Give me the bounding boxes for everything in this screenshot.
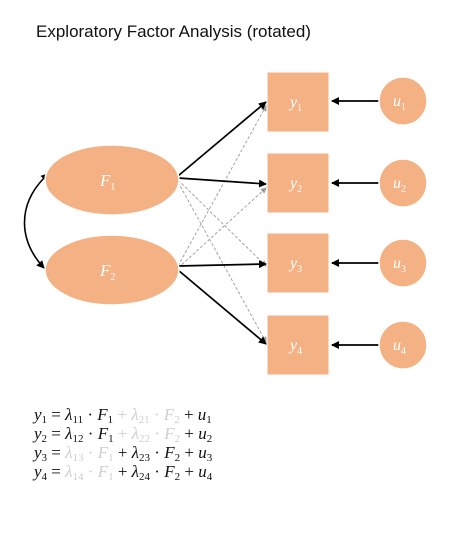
math-symbol: y4 <box>34 462 48 483</box>
svg-text:u1: u1 <box>393 93 406 113</box>
math-symbol: y1 <box>34 405 48 426</box>
uniqueness-u2: u2 <box>378 158 428 208</box>
equation-line: y1 = λ11 · F1 + λ21 · F2 + u1 <box>34 405 212 426</box>
svg-text:y1: y1 <box>288 94 302 114</box>
cross-loadings <box>177 105 267 343</box>
math-symbol: F2 <box>164 424 181 445</box>
math-symbol: λ14 <box>65 462 84 483</box>
loading-f1-y2 <box>177 177 267 188</box>
math-symbol: u1 <box>197 405 212 426</box>
loading-f2-y1 <box>177 105 267 267</box>
svg-text:y3: y3 <box>288 255 302 275</box>
primary-loadings <box>177 101 267 345</box>
loading-f1-y3 <box>177 179 267 267</box>
math-symbol: λ22 <box>131 424 151 445</box>
efa-path-diagram: F1 F2 y1 y2 y3 y4 u1 u2 u3 u4 <box>23 71 428 376</box>
svg-text:u2: u2 <box>393 175 406 195</box>
loading-f2-y3 <box>177 260 267 269</box>
indicator-y1: y1 <box>266 71 330 133</box>
math-symbol: u3 <box>198 443 213 464</box>
math-symbol: F2 <box>164 462 181 483</box>
math-symbol: F1 <box>97 424 114 445</box>
math-symbol: F2 <box>163 405 180 426</box>
svg-text:y4: y4 <box>288 337 302 357</box>
factor-covariance-arrow <box>23 172 49 269</box>
svg-text:F1: F1 <box>99 171 115 193</box>
svg-text:u3: u3 <box>393 255 406 275</box>
diagram-title: Exploratory Factor Analysis (rotated) <box>36 22 311 41</box>
math-symbol: u4 <box>198 462 213 483</box>
loading-f2-y4 <box>177 269 267 345</box>
loading-f1-y4 <box>177 181 267 343</box>
math-symbol: λ12 <box>65 424 84 445</box>
factor-f1: F1 <box>44 144 180 216</box>
indicator-y4: y4 <box>266 314 330 376</box>
svg-text:u4: u4 <box>393 337 406 357</box>
math-symbol: F1 <box>97 405 114 426</box>
indicator-y2: y2 <box>266 152 330 214</box>
uniqueness-u3: u3 <box>378 238 428 288</box>
math-symbol: λ24 <box>131 462 151 483</box>
math-symbol: λ11 <box>65 405 84 426</box>
uniqueness-u4: u4 <box>378 320 428 370</box>
math-symbol: y3 <box>34 443 48 464</box>
math-symbol: λ21 <box>131 405 150 426</box>
uniqueness-arrows <box>331 97 379 349</box>
math-symbol: F1 <box>97 462 114 483</box>
math-symbol: λ23 <box>131 443 151 464</box>
uniqueness-u1: u1 <box>378 76 428 126</box>
math-symbol: F2 <box>164 443 181 464</box>
math-symbol: u2 <box>198 424 213 445</box>
factor-f2: F2 <box>44 234 180 306</box>
math-symbol: y2 <box>34 424 48 445</box>
equation-line: y4 = λ14 · F1 + λ24 · F2 + u4 <box>34 462 213 483</box>
loading-f1-y1 <box>177 101 267 177</box>
math-symbol: λ13 <box>65 443 84 464</box>
svg-text:y2: y2 <box>288 175 302 195</box>
svg-text:F2: F2 <box>99 261 115 283</box>
indicator-y3: y3 <box>266 232 330 294</box>
equation-line: y3 = λ13 · F1 + λ23 · F2 + u3 <box>34 443 213 464</box>
loading-f2-y2 <box>177 187 267 269</box>
equation-line: y2 = λ12 · F1 + λ22 · F2 + u2 <box>34 424 213 445</box>
math-symbol: F1 <box>97 443 114 464</box>
